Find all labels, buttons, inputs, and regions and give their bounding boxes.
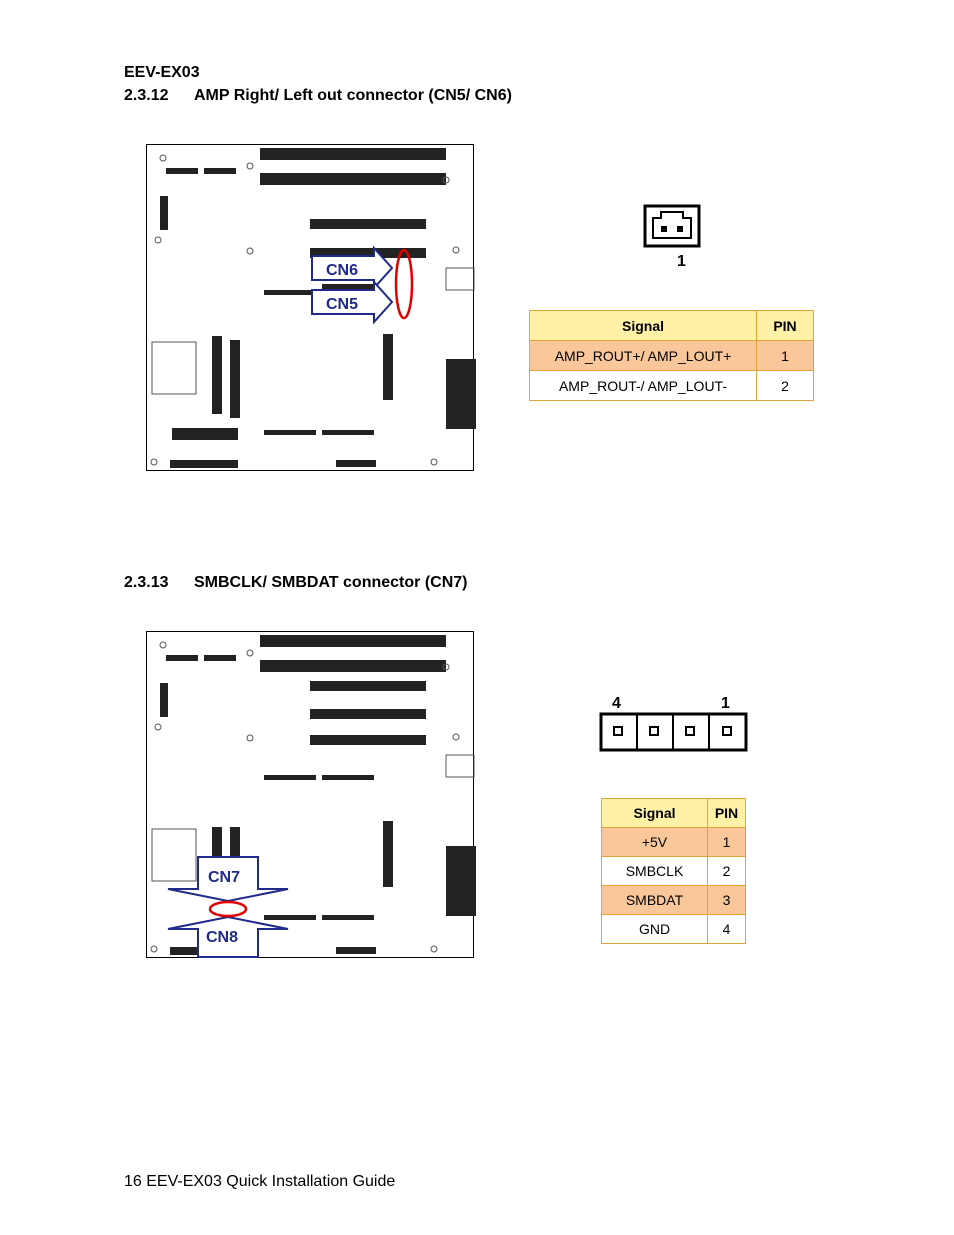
signal-cell: SMBCLK <box>601 856 708 886</box>
table-row: SMBCLK 2 <box>601 856 746 886</box>
signal-cell: AMP_ROUT+/ AMP_LOUT+ <box>529 340 757 371</box>
signal-cell: SMBDAT <box>601 885 708 915</box>
table-row: GND 4 <box>601 914 746 944</box>
table-row: +5V 1 <box>601 827 746 857</box>
section-title: SMBCLK/ SMBDAT connector (CN7) <box>194 574 468 591</box>
signal-header: Signal <box>529 310 757 341</box>
cn8-label: CN8 <box>206 929 238 946</box>
signal-cell: GND <box>601 914 708 944</box>
signal-header: Signal <box>601 798 708 828</box>
pin-header: PIN <box>756 310 814 341</box>
cn8-arrow <box>167 915 289 958</box>
smbus-connector-pin-table: Signal PIN +5V 1 SMBCLK 2 SMBDAT 3 GND 4 <box>601 798 746 944</box>
connector-pin-4-label: 4 <box>612 695 621 712</box>
cn7-arrow <box>167 856 289 903</box>
signal-cell: AMP_ROUT-/ AMP_LOUT- <box>529 370 757 401</box>
section-heading-smbus: 2.3.13 SMBCLK/ SMBDAT connector (CN7) <box>124 574 467 592</box>
cn6-label: CN6 <box>326 262 358 279</box>
pin-header: PIN <box>707 798 746 828</box>
board-diagram-cn7: CN7 CN8 <box>146 631 476 958</box>
pin-cell: 1 <box>707 827 746 857</box>
pin-cell: 2 <box>707 856 746 886</box>
cn6-arrow <box>311 245 394 291</box>
table-row: AMP_ROUT-/ AMP_LOUT- 2 <box>529 370 814 401</box>
board-diagram-cn5-cn6: CN6 CN5 <box>146 144 476 471</box>
cn7-label: CN7 <box>208 869 240 886</box>
two-pin-connector-diagram: 1 <box>643 204 701 268</box>
cn5-label: CN5 <box>326 296 358 313</box>
page-footer: 16 EEV-EX03 Quick Installation Guide <box>124 1173 396 1190</box>
section-heading-amp: 2.3.12 AMP Right/ Left out connector (CN5… <box>124 87 512 105</box>
section-number: 2.3.13 <box>124 574 169 591</box>
connector-pin-1-label: 1 <box>721 695 730 712</box>
pin-cell: 4 <box>707 914 746 944</box>
section-number: 2.3.12 <box>124 87 169 104</box>
pin-cell: 2 <box>756 370 814 401</box>
section-title: AMP Right/ Left out connector (CN5/ CN6) <box>194 87 512 104</box>
amp-connector-pin-table: Signal PIN AMP_ROUT+/ AMP_LOUT+ 1 AMP_RO… <box>529 310 814 401</box>
four-pin-connector-diagram: 4 1 <box>599 695 748 752</box>
table-row: SMBDAT 3 <box>601 885 746 915</box>
cn5-cn6-marker <box>394 248 414 320</box>
cn5-arrow <box>311 279 394 325</box>
pin-cell: 3 <box>707 885 746 915</box>
cn7-marker <box>208 900 248 918</box>
document-model-title: EEV-EX03 <box>124 64 200 81</box>
table-row: AMP_ROUT+/ AMP_LOUT+ 1 <box>529 340 814 371</box>
signal-cell: +5V <box>601 827 708 857</box>
pin-cell: 1 <box>756 340 814 371</box>
connector-pin-1-label: 1 <box>677 253 686 268</box>
